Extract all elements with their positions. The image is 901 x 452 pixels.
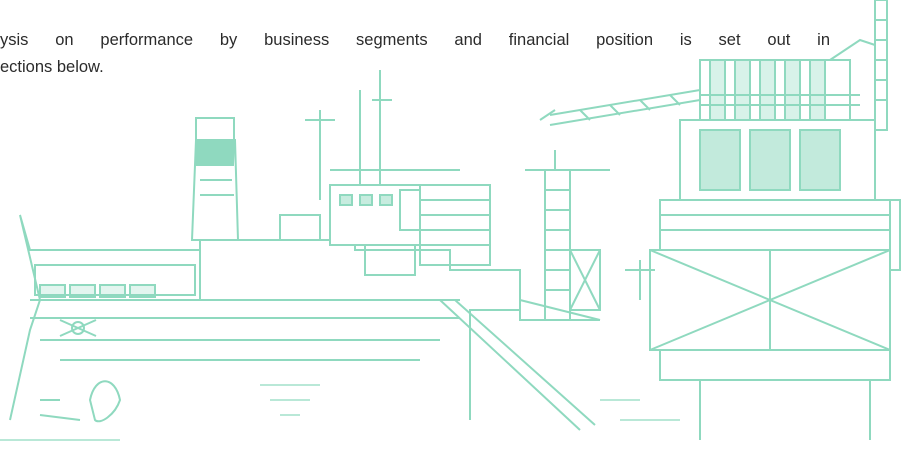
paragraph-text: ysis on performance by business segments… (0, 27, 830, 81)
deck-winch (59, 319, 97, 337)
paragraph-line-1: ysis on performance by business segments… (0, 31, 830, 49)
ship-superstructure (279, 70, 491, 276)
conveyor-boom (539, 89, 860, 126)
shore-crane (519, 150, 610, 321)
loading-plant (625, 59, 891, 440)
lower-ground-lines (0, 384, 680, 441)
ship-hull (9, 214, 596, 431)
stacker-tower (829, 0, 901, 271)
paragraph-line-2: ections below. (0, 58, 104, 76)
ship-stern (39, 380, 122, 423)
ship-funnel (190, 117, 240, 241)
